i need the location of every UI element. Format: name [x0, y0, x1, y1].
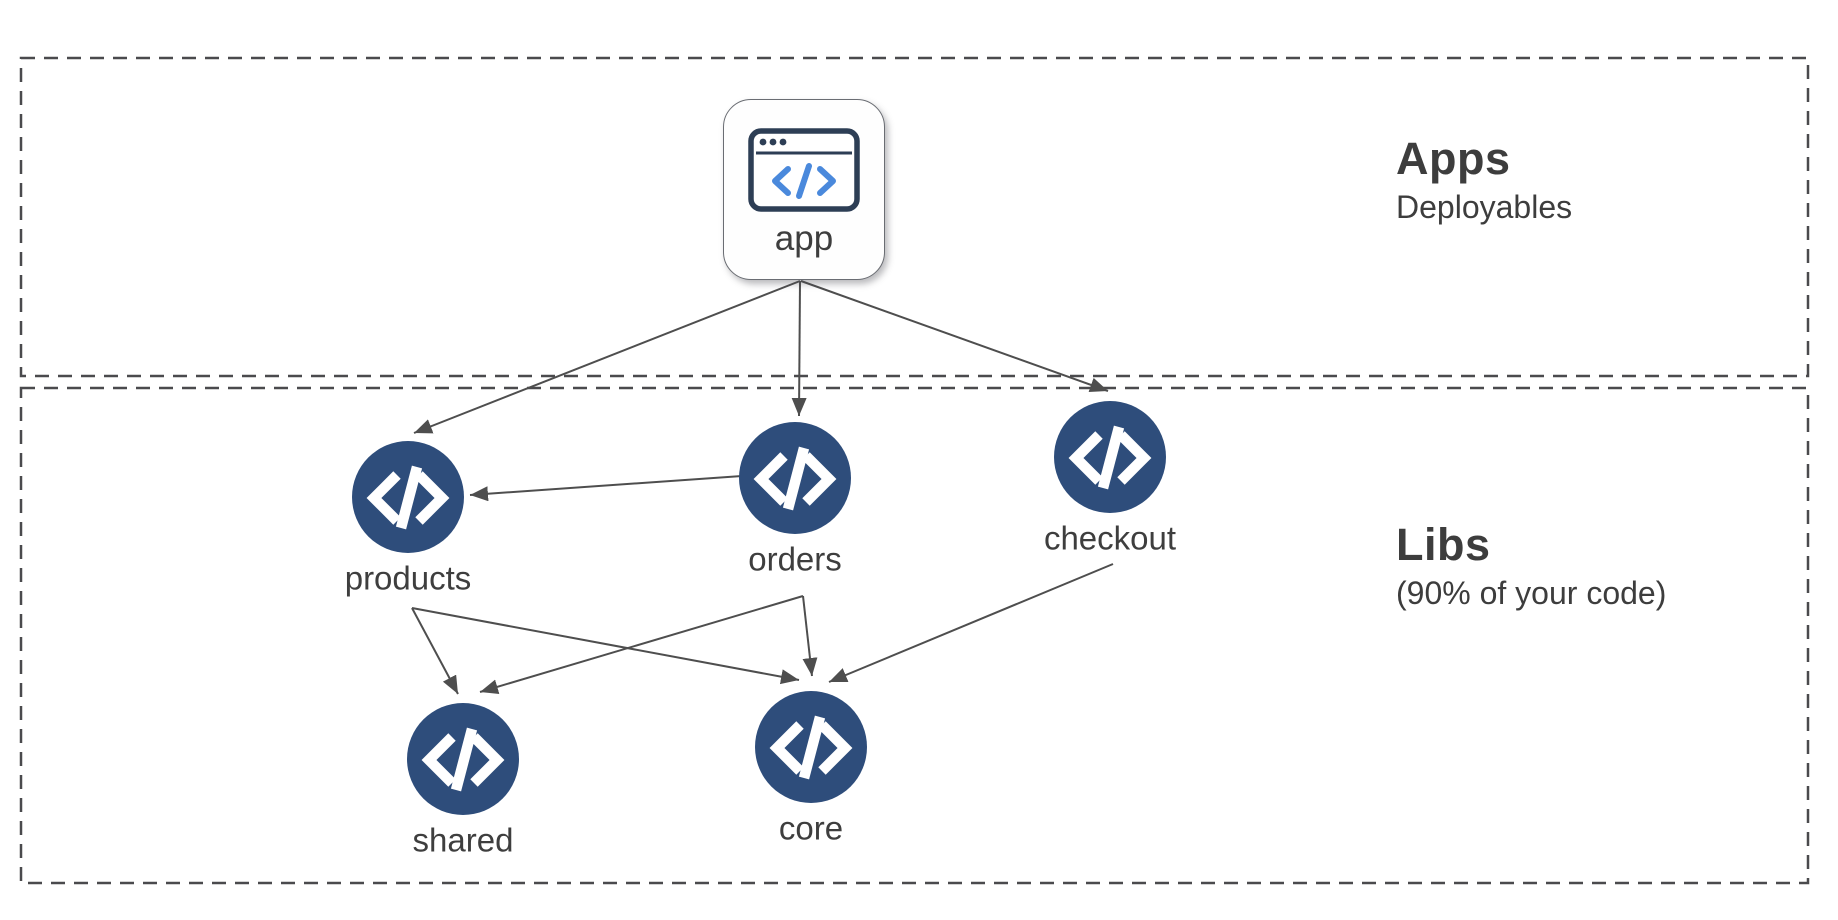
code-glyph-icon	[772, 163, 836, 199]
edge-products-core	[411, 607, 800, 685]
code-glyph-icon	[366, 465, 450, 530]
libs-region-subtitle: (90% of your code)	[1396, 574, 1667, 611]
node-shared: shared	[407, 703, 519, 859]
node-products: products	[345, 441, 472, 597]
node-app: app	[723, 99, 885, 280]
edge-app-products	[413, 280, 801, 434]
apps-region-box	[19, 56, 1810, 378]
node-checkout-label: checkout	[1044, 520, 1176, 557]
node-products-label: products	[345, 560, 472, 597]
code-glyph-icon	[753, 446, 837, 511]
node-checkout: checkout	[1044, 401, 1176, 557]
edges-group	[411, 280, 1114, 695]
libs-region-box	[19, 386, 1810, 885]
node-orders-label: orders	[748, 541, 842, 578]
edge-orders-products	[469, 475, 743, 502]
libs-region-title: Libs	[1396, 519, 1491, 570]
nodes-group: products orders checkout shared core	[345, 401, 1176, 859]
node-app-label: app	[774, 219, 834, 258]
edge-app-orders	[791, 280, 807, 417]
apps-region-title: Apps	[1396, 133, 1511, 184]
edge-orders-core	[802, 595, 818, 677]
edge-checkout-core	[828, 563, 1114, 683]
code-glyph-icon	[1068, 425, 1152, 490]
node-core: core	[755, 691, 867, 847]
edge-products-shared	[411, 607, 459, 695]
edge-orders-shared	[479, 595, 804, 695]
node-shared-label: shared	[413, 822, 514, 859]
node-orders: orders	[739, 422, 851, 578]
libs-region-label: Libs (90% of your code)	[1396, 520, 1666, 611]
code-glyph-icon	[421, 727, 505, 792]
node-core-label: core	[779, 810, 843, 847]
browser-code-icon	[748, 128, 860, 212]
code-glyph-icon	[769, 715, 853, 780]
edge-app-checkout	[800, 280, 1109, 392]
apps-region-label: Apps Deployables	[1396, 134, 1572, 225]
apps-region-subtitle: Deployables	[1396, 188, 1573, 225]
